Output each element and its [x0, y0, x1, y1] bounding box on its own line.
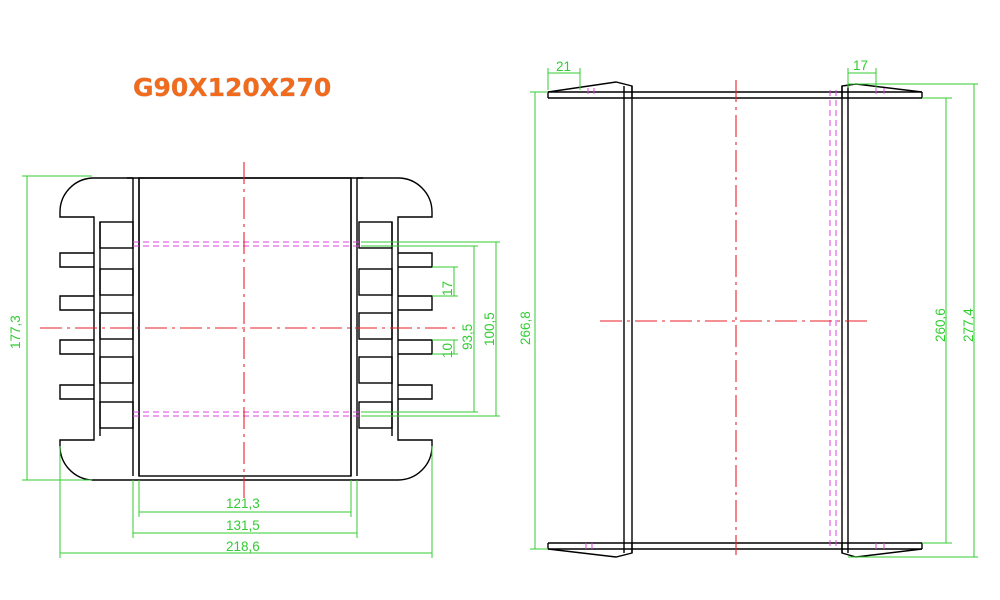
- dim-length-left: 266,8: [518, 311, 533, 345]
- dim-window-inner: 93,5: [460, 324, 475, 350]
- side-left-lip: [547, 81, 633, 558]
- front-hidden-window: [133, 241, 361, 417]
- side-bottom-plate: [547, 542, 923, 550]
- front-dimensions: 177,3 121,3 131,5 218,6 17 10 93,5 100,5: [8, 175, 500, 558]
- side-right-wall: [841, 86, 849, 553]
- side-left-wall: [623, 86, 633, 553]
- front-core-window: [138, 177, 352, 477]
- dim-width-flange: 131,5: [226, 518, 260, 533]
- drawing-title: G90X120X270: [133, 73, 331, 102]
- front-outer-profile: [59, 177, 433, 481]
- front-left-fins: [59, 221, 134, 436]
- dim-length-inner: 260,6: [933, 308, 948, 342]
- dim-length-total: 277,4: [961, 308, 976, 342]
- side-view: 21 17 266,8 260,6 277,4: [518, 58, 978, 558]
- dim-slot-width: 10: [440, 343, 455, 358]
- dim-width-inner: 121,3: [226, 496, 260, 511]
- front-view: 177,3 121,3 131,5 218,6 17 10 93,5 100,5: [8, 162, 500, 558]
- dim-lip-left: 21: [556, 59, 571, 74]
- dim-lip-right: 17: [853, 58, 868, 73]
- dim-slot-pitch: 17: [440, 281, 455, 296]
- dim-width-total: 218,6: [226, 539, 260, 554]
- dim-window-outer: 100,5: [482, 312, 497, 346]
- front-right-fins: [358, 221, 433, 436]
- side-hidden-lines: [585, 88, 885, 553]
- dim-height-total: 177,3: [8, 315, 23, 349]
- side-top-plate: [547, 91, 923, 99]
- side-dimensions: 21 17 266,8 260,6 277,4: [518, 58, 978, 558]
